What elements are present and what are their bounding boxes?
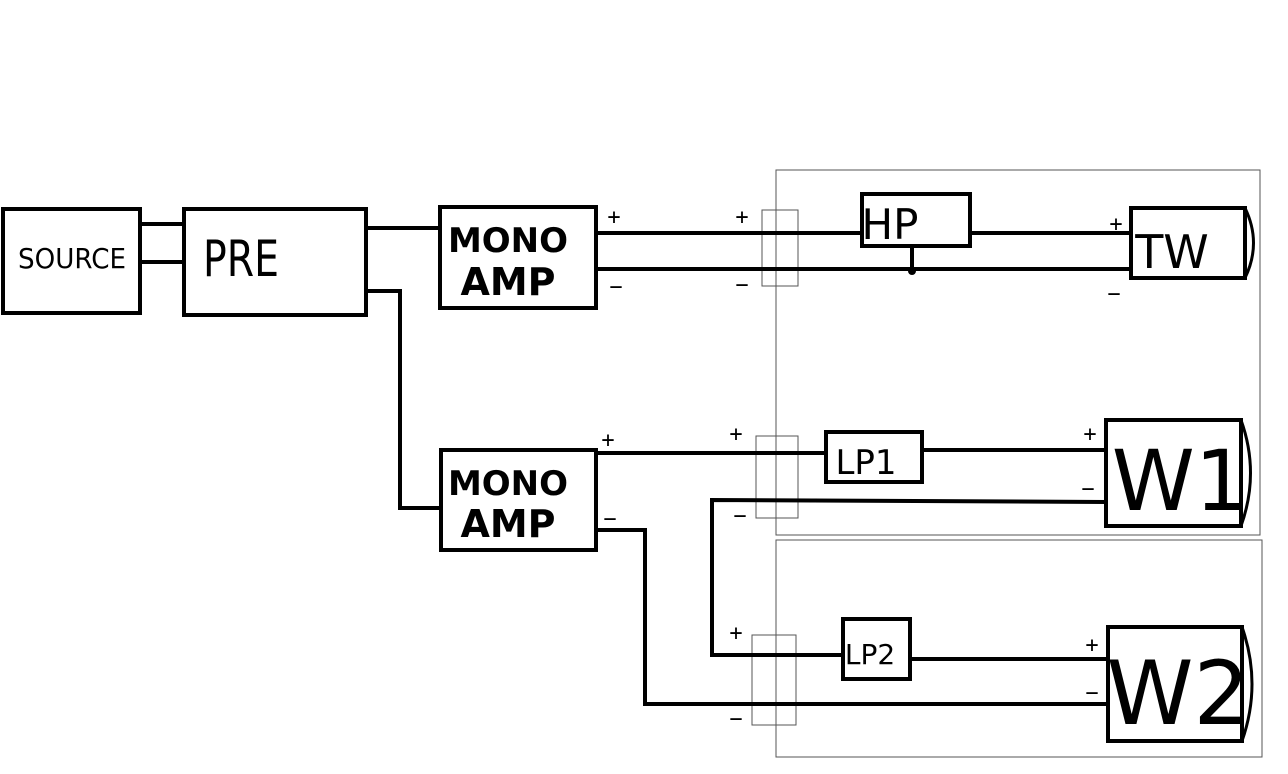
w2-label: W2 (1107, 642, 1250, 745)
tw-cone-icon (1243, 207, 1255, 279)
polarity-signs: + + + − − − + + + − − − + + − − (601, 205, 1122, 732)
w1-label: W1 (1112, 432, 1249, 530)
terminal-block-tw (761, 209, 799, 287)
hp-box (860, 192, 972, 248)
lp1-label: LP1 (835, 443, 896, 483)
w1-cone-icon (1239, 419, 1252, 527)
plus-sign: + (735, 205, 748, 230)
pre-box (182, 207, 368, 317)
w1-box (1104, 418, 1243, 528)
upper-enclosure (775, 169, 1261, 536)
amp-top-box (438, 205, 598, 310)
tw-label: TW (1134, 225, 1209, 279)
plus-sign: + (1109, 212, 1122, 237)
plus-sign: + (601, 428, 614, 453)
source-box (1, 207, 142, 315)
minus-sign: − (729, 707, 742, 732)
lower-enclosure (775, 539, 1263, 758)
wire-pre-amp-bottom (364, 289, 443, 510)
minus-sign: − (1085, 681, 1098, 706)
amp-bottom-label-line2: AMP (460, 502, 555, 546)
plus-sign: + (607, 205, 620, 230)
minus-sign: − (735, 273, 748, 298)
plus-sign: + (729, 422, 742, 447)
terminal-block-w1 (755, 435, 799, 519)
w2-box (1106, 625, 1244, 743)
minus-sign: − (609, 275, 622, 300)
plus-sign: + (729, 621, 742, 646)
w2-cone-icon (1240, 626, 1254, 742)
enclosures (751, 169, 1263, 758)
source-label: SOURCE (18, 242, 126, 275)
minus-sign: − (1107, 282, 1120, 307)
amp-bottom-box (439, 448, 598, 552)
minus-sign: − (1081, 477, 1094, 502)
amp-top-label-line2: AMP (460, 260, 555, 304)
minus-sign: − (603, 507, 616, 532)
wire-w1-minus-jumper (710, 497, 1108, 657)
plus-sign: + (1085, 633, 1098, 658)
junction-dot (908, 267, 916, 275)
amp-top-label-line1: MONO (448, 221, 568, 261)
hp-label: HP (862, 200, 919, 249)
blocks (1, 192, 1247, 743)
plus-sign: + (1083, 422, 1096, 447)
terminal-block-w2 (751, 634, 797, 726)
lp1-box (824, 430, 924, 484)
tw-box (1129, 206, 1247, 280)
pre-label: PRE (203, 230, 279, 288)
lp2-label: LP2 (845, 638, 895, 671)
wire-amp-bottom-minus (595, 528, 1110, 706)
lp2-box (841, 617, 912, 681)
minus-sign: − (733, 504, 746, 529)
wires (138, 222, 1133, 706)
amp-bottom-label-line1: MONO (448, 464, 568, 504)
speaker-cones (1239, 207, 1255, 742)
